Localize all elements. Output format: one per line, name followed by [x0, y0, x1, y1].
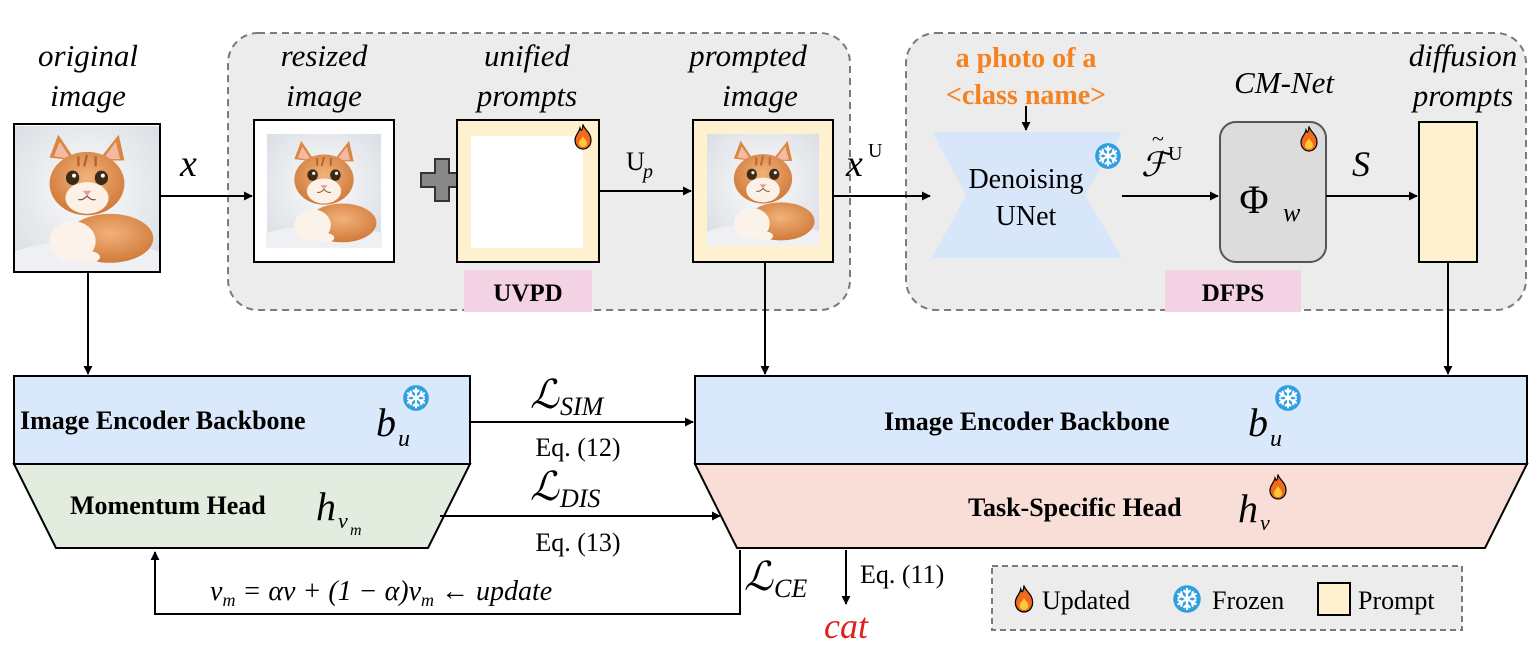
original-image-label: original image	[38, 38, 138, 113]
svg-text:v: v	[338, 508, 348, 533]
svg-text:Task-Specific Head: Task-Specific Head	[968, 493, 1182, 522]
svg-text:b: b	[376, 400, 396, 445]
svg-text:image: image	[722, 78, 798, 113]
legend: Updated Frozen Prompt	[991, 565, 1463, 631]
unified-prompts-label: unified prompts	[475, 38, 577, 113]
svg-text:Φ: Φ	[1239, 177, 1268, 222]
loss-dis: ℒ DIS Eq. (13)	[530, 464, 621, 557]
x-label: x	[179, 143, 197, 185]
cm-net-box: Φ w	[1219, 121, 1327, 263]
snowflake-icon	[1172, 584, 1202, 614]
svg-text:image: image	[50, 78, 126, 113]
svg-text:prompted: prompted	[687, 38, 807, 73]
svg-text:ℒ: ℒ	[530, 372, 560, 417]
svg-text:Image Encoder Backbone: Image Encoder Backbone	[884, 407, 1170, 436]
prompt-swatch	[1317, 582, 1351, 616]
right-backbone: Image Encoder Backbone b u	[694, 375, 1528, 465]
svg-text:UNet: UNet	[996, 201, 1057, 232]
svg-text:Denoising: Denoising	[968, 164, 1083, 195]
svg-text:Momentum Head: Momentum Head	[70, 491, 266, 520]
uvpd-tag: UVPD	[464, 270, 592, 312]
svg-text:v: v	[1260, 510, 1270, 535]
svg-text:SIM: SIM	[560, 392, 605, 421]
svg-text:Eq. (12): Eq. (12)	[535, 433, 620, 462]
loss-sim: ℒ SIM Eq. (12)	[530, 372, 621, 462]
svg-text:prompts: prompts	[1411, 78, 1513, 113]
svg-text:image: image	[286, 78, 362, 113]
svg-text:prompts: prompts	[475, 78, 577, 113]
unified-prompts-frame	[456, 119, 600, 263]
xu-label: x U	[845, 140, 883, 185]
snowflake-icon	[1274, 384, 1302, 412]
svg-text:resized: resized	[281, 38, 368, 73]
svg-text:~: ~	[1152, 126, 1164, 151]
resized-image-label: resized image	[281, 38, 368, 113]
svg-text:p: p	[641, 161, 653, 183]
svg-text:DFPS: DFPS	[1202, 280, 1265, 307]
svg-text:b: b	[1248, 400, 1268, 445]
svg-text:ℒ: ℒ	[530, 464, 560, 509]
svg-text:Updated: Updated	[1042, 586, 1130, 615]
prompted-image-label: prompted image	[687, 38, 807, 113]
right-task-head: Task-Specific Head h v	[693, 463, 1529, 549]
svg-text:U: U	[868, 140, 883, 162]
resized-image	[253, 119, 395, 263]
svg-text:Image Encoder Backbone: Image Encoder Backbone	[20, 406, 306, 435]
svg-text:u: u	[398, 426, 410, 452]
svg-text:h: h	[316, 484, 336, 529]
svg-text:U: U	[1168, 143, 1183, 165]
svg-text:a photo of a: a photo of a	[956, 43, 1097, 74]
f-label: ℱ ~ U	[1141, 126, 1183, 184]
diffusion-prompt-box	[1418, 121, 1478, 263]
svg-text:Eq. (13): Eq. (13)	[535, 528, 620, 557]
svg-text:Prompt: Prompt	[1358, 586, 1435, 615]
svg-text:diffusion: diffusion	[1409, 38, 1518, 73]
svg-text:U: U	[626, 147, 645, 176]
diffusion-prompts-label: diffusion prompts	[1409, 38, 1518, 113]
prompted-image	[692, 119, 834, 263]
svg-text:CE: CE	[774, 574, 807, 603]
svg-text:m: m	[350, 522, 362, 539]
dfps-tag: DFPS	[1165, 270, 1301, 312]
loss-ce: ℒ CE Eq. (11)	[744, 554, 944, 603]
svg-text:ℒ: ℒ	[744, 554, 774, 599]
update-rule: vm = αv + (1 − α)vm ← update	[210, 576, 552, 610]
cm-net-label: CM-Net	[1234, 65, 1335, 100]
up-label: U p	[626, 147, 653, 183]
left-backbone: Image Encoder Backbone b u	[13, 375, 471, 465]
output-label: cat	[824, 606, 869, 646]
svg-text:u: u	[1270, 426, 1282, 452]
svg-text:Eq. (11): Eq. (11)	[860, 560, 944, 589]
svg-text:vm = αv + (1 − α)vm ← update: vm = αv + (1 − α)vm ← update	[210, 576, 552, 610]
text-prompt-label: a photo of a <class name>	[946, 43, 1106, 111]
original-image	[13, 123, 161, 273]
s-label: S	[1352, 144, 1370, 184]
svg-text:w: w	[1283, 198, 1301, 227]
svg-text:x: x	[845, 143, 863, 185]
svg-text:<class name>: <class name>	[946, 80, 1106, 111]
svg-text:UVPD: UVPD	[493, 280, 562, 307]
snowflake-icon	[402, 384, 430, 412]
svg-text:Frozen: Frozen	[1212, 586, 1284, 615]
svg-text:unified: unified	[484, 38, 571, 73]
svg-text:DIS: DIS	[559, 484, 600, 513]
left-momentum-head: Momentum Head h v m	[12, 463, 472, 549]
snowflake-icon	[1094, 142, 1122, 170]
denoising-unet: Denoising UNet	[932, 132, 1122, 258]
svg-text:h: h	[1238, 486, 1258, 531]
svg-text:original: original	[38, 38, 138, 73]
